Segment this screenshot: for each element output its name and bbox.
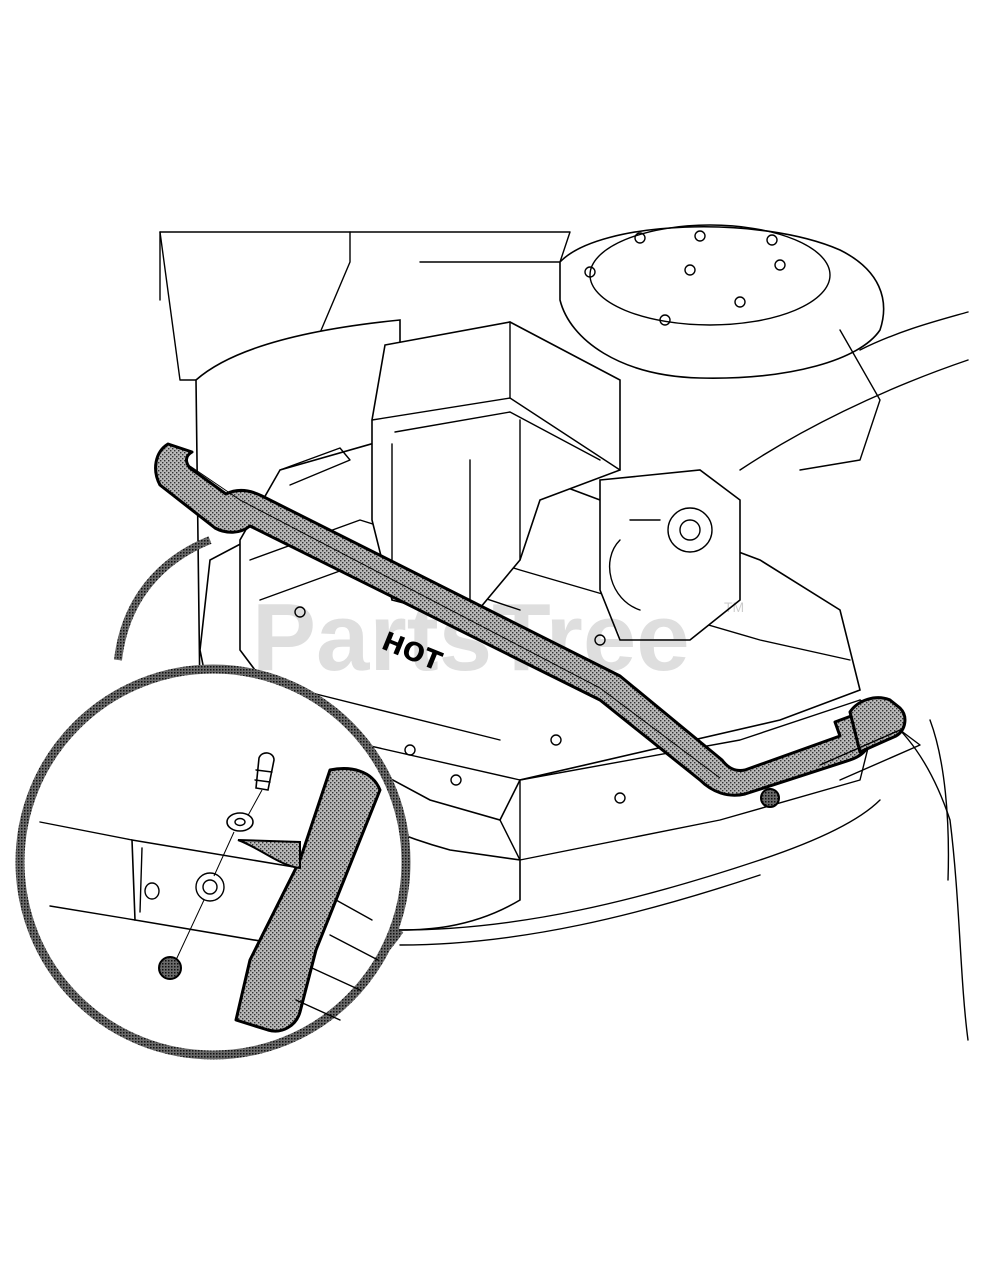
callout-bracket	[39, 767, 382, 1033]
callout-bolt	[239, 752, 275, 831]
air-filter-box	[371, 321, 741, 641]
bumper-bar	[154, 442, 921, 808]
callout-washer	[213, 812, 254, 877]
callout-nut	[158, 899, 205, 980]
flywheel-cover	[559, 224, 885, 471]
callout-detail	[15, 536, 411, 1060]
watermark-trademark: TM	[724, 599, 744, 615]
